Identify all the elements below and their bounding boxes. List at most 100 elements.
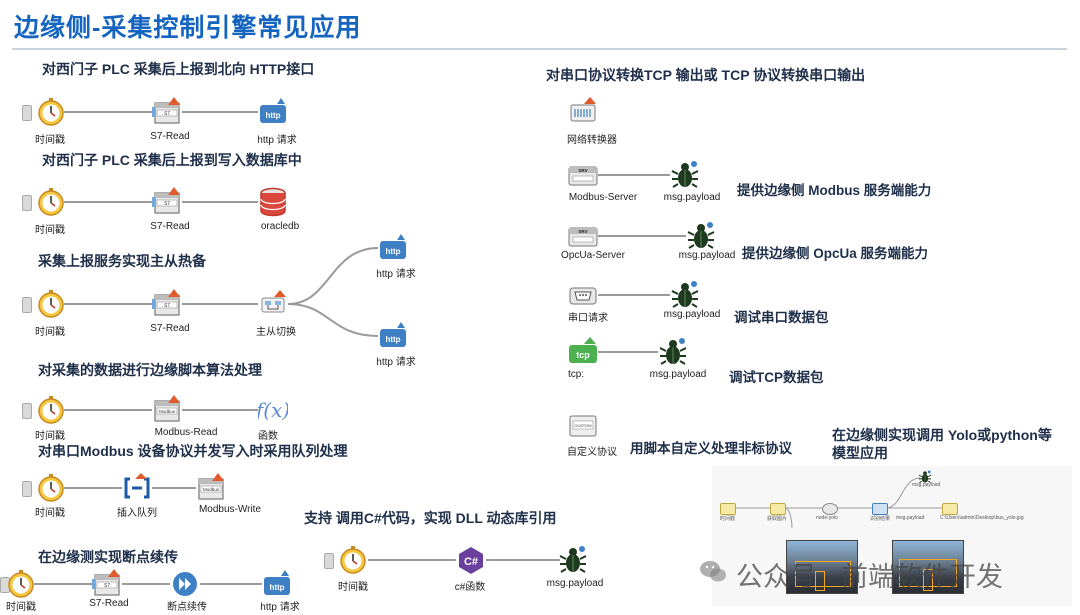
timer-icon (6, 569, 36, 599)
s7-read-node[interactable] (152, 289, 182, 319)
modbus-read-label: Modbus-Read (154, 427, 218, 438)
plc-icon (152, 187, 182, 217)
title-divider (12, 48, 1067, 50)
timestamp-node[interactable] (36, 187, 66, 217)
section-title-resume: 在边缘测实现断点续传 (38, 549, 178, 565)
serial-request-node[interactable] (568, 280, 598, 310)
timestamp-label: 时间戳 (35, 135, 65, 146)
resume-node[interactable] (170, 569, 200, 599)
mini-label: msg.payload (896, 515, 925, 521)
modbus-server-label: Modbus-Server (568, 192, 638, 203)
debug-node[interactable] (658, 337, 688, 367)
modbus-write-node[interactable] (196, 473, 226, 503)
debug-node[interactable] (670, 280, 700, 310)
modbus-server-node[interactable] (568, 160, 598, 190)
mini-yolo-node (822, 503, 838, 515)
timestamp-label: 时间戳 (35, 327, 65, 338)
oracledb-label: oracledb (260, 221, 300, 232)
timestamp-label: 时间戳 (35, 508, 65, 519)
timestamp-node[interactable] (6, 569, 36, 599)
mini-label: 获取图片 (767, 516, 788, 522)
function-label: 函数 (258, 431, 278, 442)
timer-icon (338, 545, 368, 575)
modbus-read-node[interactable] (152, 395, 182, 425)
http-icon (378, 321, 408, 351)
custom-protocol-node[interactable] (568, 410, 598, 440)
s7-read-node[interactable] (92, 569, 122, 599)
desc-modbus: 提供边缘侧 Modbus 服务端能力 (737, 183, 932, 198)
http-request-label: http 请求 (257, 135, 297, 146)
custom-protocol-label: 自定义协议 (567, 447, 617, 458)
function-node[interactable] (258, 395, 288, 425)
timestamp-label: 时间戳 (35, 225, 65, 236)
http-request-node[interactable] (258, 97, 288, 127)
timestamp-label: 时间戳 (35, 431, 65, 442)
inject-port (22, 297, 32, 313)
http-request-label: http 请求 (260, 602, 300, 613)
timestamp-node[interactable] (36, 395, 66, 425)
mini-label: node-yolo (816, 515, 838, 521)
csharp-label: c#函数 (454, 582, 486, 593)
http-request-node[interactable] (378, 321, 408, 351)
timestamp-node[interactable] (36, 97, 66, 127)
s7-read-label: S7-Read (150, 221, 190, 232)
inject-port (324, 553, 334, 569)
mini-label: 时间戳 (720, 516, 736, 522)
server-icon (568, 221, 598, 251)
section-title-yolo: 在边缘侧实现调用 Yolo或python等 模型应用 (832, 427, 1052, 461)
desc-serial: 调试串口数据包 (734, 310, 829, 325)
gateway-node[interactable] (568, 97, 598, 127)
bus-detection-photo (786, 540, 858, 594)
mini-label: msg.payload (912, 482, 941, 488)
timer-icon (36, 97, 66, 127)
section-title-script: 对采集的数据进行边缘脚本算法处理 (38, 362, 262, 378)
http-request-label: http 请求 (376, 357, 416, 368)
timestamp-label: 时间戳 (338, 582, 368, 593)
watermark: 公众号 · 前端软件开发 (736, 562, 1003, 592)
s7-read-node[interactable] (152, 187, 182, 217)
section-title-plc-db: 对西门子 PLC 采集后上报到写入数据库中 (42, 152, 302, 168)
tcp-icon (568, 337, 598, 367)
debug-node[interactable] (686, 221, 716, 251)
inject-port (22, 403, 32, 419)
section-title-plc-http: 对西门子 PLC 采集后上报到北向 HTTP接口 (42, 61, 315, 77)
oracledb-node[interactable] (258, 187, 288, 217)
timestamp-node[interactable] (338, 545, 368, 575)
modbus-icon (152, 395, 182, 425)
mini-image-node (770, 503, 786, 515)
yolo-flow-screenshot: 时间戳 获取图片 node-yolo 识别结果 msg.payload C:\U… (712, 466, 1072, 606)
http-request-label: http 请求 (376, 269, 416, 280)
section-title-csharp: 支持 调用C#代码，实现 DLL 动态库引用 (304, 510, 557, 526)
modbus-write-label: Modbus-Write (198, 504, 262, 515)
inject-port (22, 195, 32, 211)
queue-node[interactable] (122, 473, 152, 503)
database-icon (258, 187, 288, 217)
bug-icon (670, 160, 700, 190)
timestamp-node[interactable] (36, 473, 66, 503)
debug-node[interactable] (670, 160, 700, 190)
debug-label: msg.payload (546, 578, 604, 589)
timer-icon (36, 187, 66, 217)
wechat-icon (700, 561, 726, 582)
timer-icon (36, 395, 66, 425)
opcua-server-label: OpcUa-Server (561, 250, 625, 261)
csharp-node[interactable] (456, 545, 486, 575)
tcp-node[interactable] (568, 337, 598, 367)
http-request-node[interactable] (378, 233, 408, 263)
gateway-icon (568, 97, 598, 127)
opcua-server-node[interactable] (568, 221, 598, 251)
serial-port-icon (568, 280, 598, 310)
debug-node[interactable] (558, 545, 588, 575)
s7-read-node[interactable] (152, 97, 182, 127)
modbus-icon (196, 473, 226, 503)
server-icon (568, 160, 598, 190)
s7-read-label: S7-Read (150, 323, 190, 334)
section-title-queue: 对串口Modbus 设备协议并发写入时采用队列处理 (38, 443, 348, 459)
http-icon (258, 97, 288, 127)
switch-node[interactable] (258, 289, 288, 319)
http-request-node[interactable] (262, 569, 292, 599)
timestamp-node[interactable] (36, 289, 66, 319)
plc-icon (92, 569, 122, 599)
resume-label: 断点续传 (167, 602, 207, 613)
